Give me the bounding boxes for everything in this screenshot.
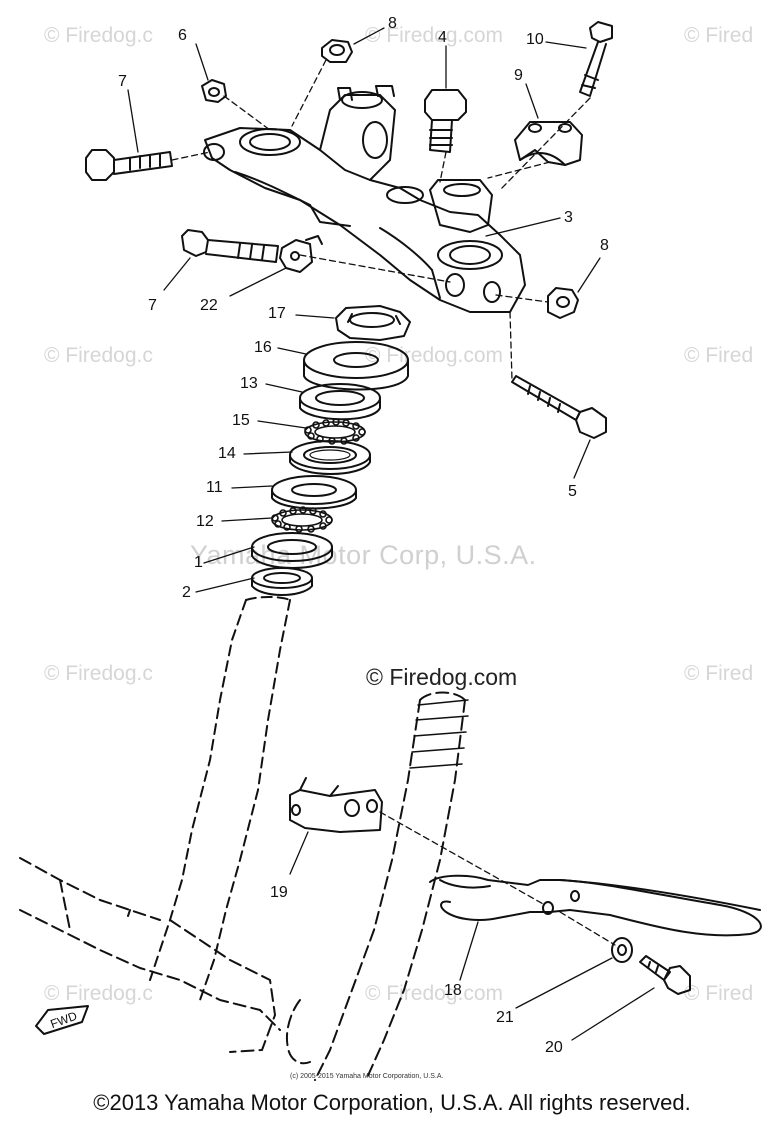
callout-22: 22	[200, 297, 218, 314]
callout-13: 13	[240, 375, 258, 392]
watermark-firedog: © Firedog.c	[44, 982, 153, 1005]
watermark-firedog: © Firedog.c	[44, 662, 153, 685]
callout-8: 8	[388, 15, 397, 32]
callout-1: 1	[194, 554, 203, 571]
nut-8-top	[321, 39, 353, 63]
cover-16	[303, 341, 409, 391]
callout-9: 9	[514, 67, 523, 84]
watermark-firedog: © Fired	[684, 982, 754, 1005]
cable-guide-18	[429, 874, 762, 937]
callout-18: 18	[444, 982, 462, 999]
callout-11: 11	[206, 479, 223, 496]
callout-3: 3	[564, 209, 573, 226]
fwd-arrow-icon	[35, 1005, 89, 1035]
callout-7: 7	[148, 297, 157, 314]
watermark-firedog-center: © Firedog.com	[366, 664, 518, 690]
frame-body	[19, 857, 281, 1053]
assembly-lines	[171, 59, 616, 946]
small-copyright: (c) 2005-2015 Yamaha Motor Corporation, …	[290, 1073, 444, 1080]
watermark-firedog: © Firedog.com	[365, 24, 504, 47]
fork-tube	[286, 691, 466, 1081]
bolt-20	[639, 955, 691, 995]
callout-4: 4	[438, 29, 447, 46]
watermark-firedog: © Fired	[684, 24, 754, 47]
balls-15	[304, 418, 366, 445]
ring-nut-17	[335, 305, 411, 341]
washer-21	[611, 937, 633, 963]
callout-8: 8	[600, 237, 609, 254]
watermark-firedog: © Firedog.c	[44, 344, 153, 367]
balls-12	[271, 506, 333, 533]
callout-21: 21	[496, 1009, 514, 1026]
callout-16: 16	[254, 339, 272, 356]
watermark-firedog: © Fired	[684, 344, 754, 367]
bolt-10	[579, 21, 613, 97]
callout-14: 14	[218, 445, 236, 462]
fork-boot	[409, 699, 469, 769]
callout-6: 6	[178, 27, 187, 44]
watermark-firedog: © Firedog.c	[44, 24, 153, 47]
bolt-5	[511, 375, 607, 439]
washer-11	[271, 475, 357, 510]
nut-8-right	[547, 287, 579, 319]
race-14	[289, 440, 371, 475]
bracket-19	[289, 777, 383, 833]
footer-copyright: ©2013 Yamaha Motor Corporation, U.S.A. A…	[93, 1090, 691, 1115]
nut-6	[201, 79, 227, 103]
holder-cap	[514, 121, 583, 166]
callout-7: 7	[118, 73, 127, 90]
callout-12: 12	[196, 513, 214, 530]
handle-crown	[203, 85, 526, 313]
bolt-7-lower	[181, 229, 279, 263]
callout-17: 17	[268, 305, 286, 322]
bolt-7-top	[85, 149, 173, 181]
watermark-firedog: © Fired	[684, 662, 754, 685]
race-13	[299, 383, 381, 421]
race-1	[251, 532, 333, 569]
watermark-yamaha: Yamaha Motor Corp, U.S.A.	[190, 540, 537, 570]
bolt-4	[424, 89, 467, 153]
leader-lines	[127, 27, 655, 1041]
seal-2	[251, 567, 313, 596]
lock-washer-22	[279, 235, 323, 273]
callout-10: 10	[526, 31, 544, 48]
callout-15: 15	[232, 412, 250, 429]
callout-5: 5	[568, 483, 577, 500]
callout-19: 19	[270, 884, 288, 901]
callout-20: 20	[545, 1039, 563, 1056]
steering-stem	[149, 596, 291, 1001]
callout-2: 2	[182, 584, 191, 601]
